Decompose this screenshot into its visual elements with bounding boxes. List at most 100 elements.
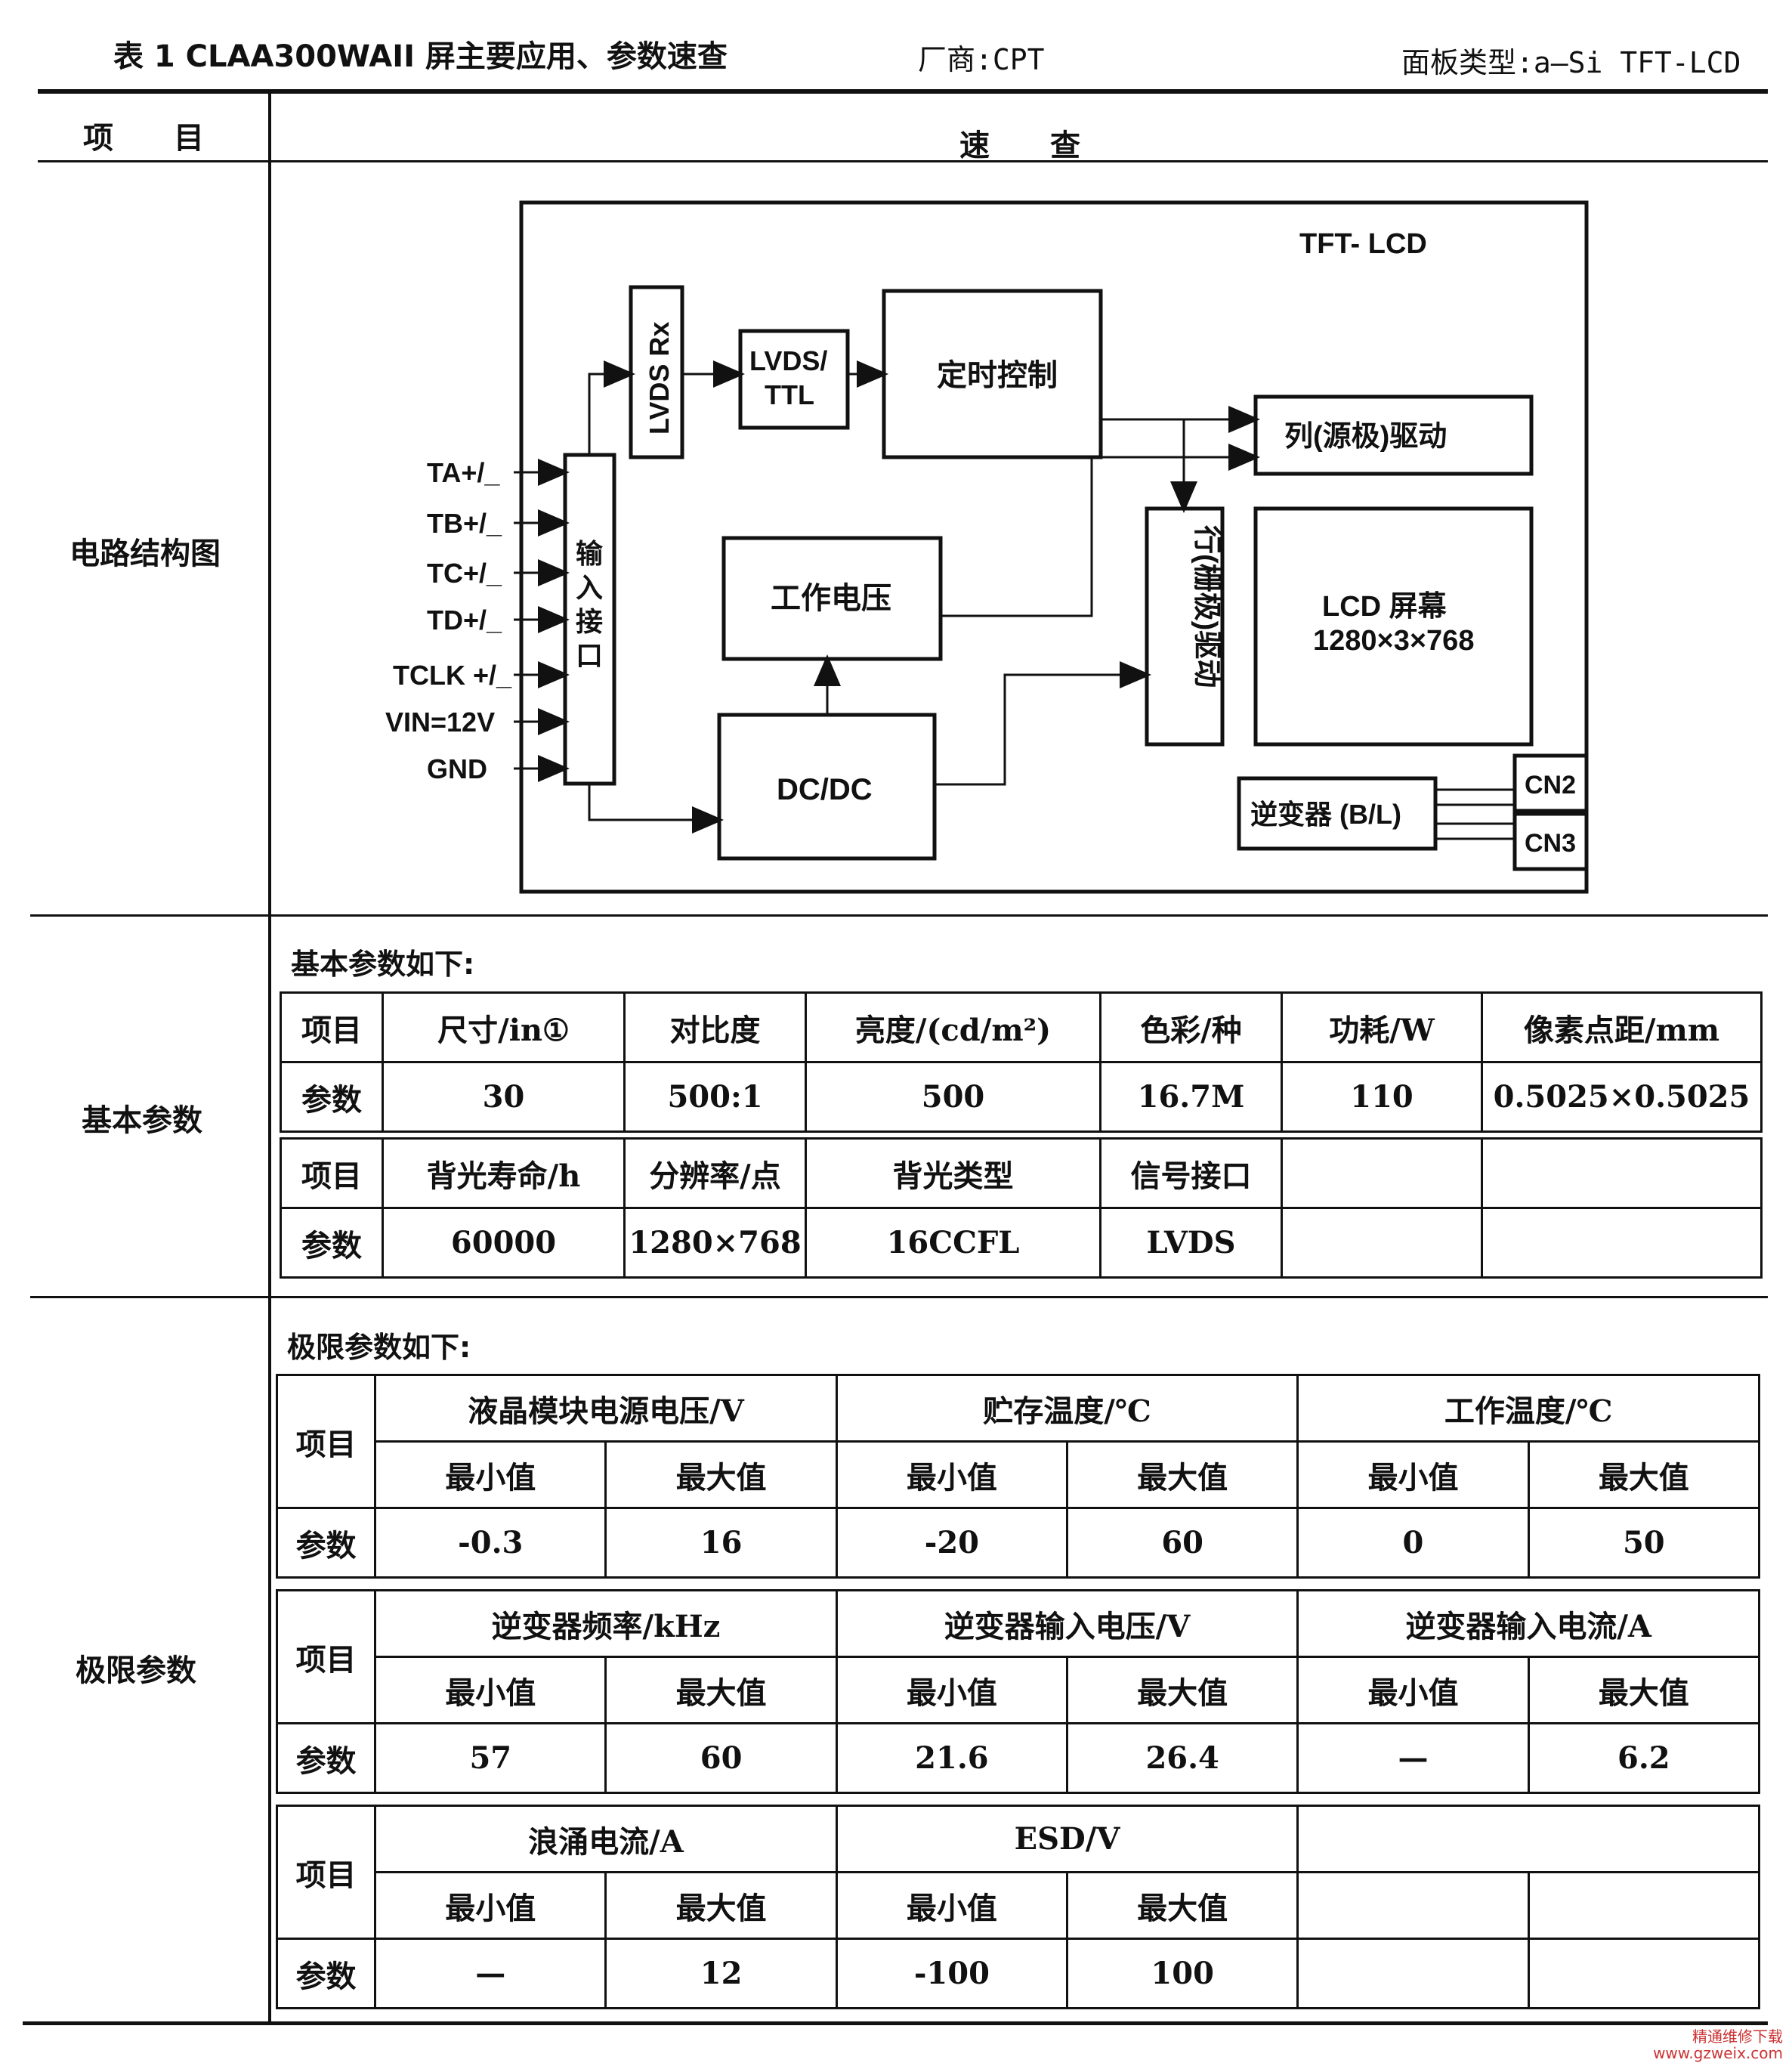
input-td: TD+/_ <box>427 605 502 636</box>
table-cell: 项目 <box>275 1374 377 1509</box>
table-cell: -0.3 <box>374 1507 607 1579</box>
input-char-4: 口 <box>576 640 603 671</box>
table-cell: 背光类型 <box>805 1137 1101 1209</box>
table-cell: 6.2 <box>1527 1722 1761 1794</box>
table-cell: 0 <box>1296 1507 1530 1579</box>
table-cell: 16CCFL <box>805 1207 1101 1279</box>
watermark: 精通维修下载 www.gzweix.com <box>1653 2028 1783 2061</box>
table-cell: 最小值 <box>835 1871 1069 1940</box>
watermark-line1: 精通维修下载 <box>1692 2027 1783 2046</box>
table-cell: 最大值 <box>1066 1656 1299 1724</box>
table-cell: 100 <box>1066 1938 1299 2009</box>
lcd-screen-line1: LCD 屏幕 <box>1322 591 1448 623</box>
panel-type: 面板类型:a—Si TFT-LCD <box>1401 46 1741 79</box>
table-cell <box>1481 1207 1763 1279</box>
table-cell <box>1296 1938 1530 2009</box>
cn2-box <box>1512 753 1589 813</box>
table-cell: 逆变器频率/kHz <box>374 1589 838 1658</box>
table-cell: ESD/V <box>835 1805 1299 1873</box>
lvds-ttl-line1: LVDS/ <box>749 345 827 376</box>
basic-table-2: 项目 背光寿命/h 分辨率/点 背光类型 信号接口 参数 60000 1280×… <box>280 1137 1763 1279</box>
table-cell: 项目 <box>275 1805 377 1940</box>
table-cell: 最大值 <box>1066 1440 1299 1509</box>
basic-table-1: 项目 尺寸/in① 对比度 亮度/(cd/m²) 色彩/种 功耗/W 像素点距/… <box>280 991 1763 1133</box>
table-cell: 参数 <box>280 1061 384 1133</box>
input-char-1: 输 <box>576 538 604 569</box>
manufacturer: 厂商:CPT <box>918 43 1045 76</box>
input-tclk: TCLK +/_ <box>393 660 512 691</box>
table-cell: 工作温度/℃ <box>1296 1374 1760 1443</box>
table-cell <box>1527 1871 1761 1940</box>
work-voltage-label: 工作电压 <box>771 582 891 615</box>
table-cell: 最小值 <box>835 1656 1069 1724</box>
cn3-box <box>1512 812 1589 871</box>
table-cell: 26.4 <box>1066 1722 1299 1794</box>
table-cell: 项目 <box>275 1589 377 1724</box>
table-cell: 1280×768 <box>623 1207 807 1279</box>
table-cell: 参数 <box>275 1722 377 1794</box>
lvds-ttl-line2: TTL <box>765 379 814 410</box>
input-vin: VIN=12V <box>385 707 495 738</box>
table-cell: 参数 <box>280 1207 384 1279</box>
table-cell: 60000 <box>382 1207 626 1279</box>
input-tc: TC+/_ <box>427 558 502 589</box>
diagram-title: TFT- LCD <box>1299 228 1427 260</box>
column-driver-label: 列(源极)驱动 <box>1284 421 1447 453</box>
header-rule <box>38 160 1768 162</box>
table-cell: -100 <box>835 1938 1069 2009</box>
table-cell: 0.5025×0.5025 <box>1481 1061 1763 1133</box>
table-cell: 信号接口 <box>1099 1137 1283 1209</box>
table-cell <box>1281 1137 1483 1209</box>
lvds-rx-label: LVDS Rx <box>644 322 675 435</box>
tft-lcd-frame <box>519 200 1589 894</box>
limit-rule <box>30 1296 1768 1298</box>
table-cell: 亮度/(cd/m²) <box>805 991 1101 1063</box>
table-cell: — <box>374 1938 607 2009</box>
table-cell <box>1481 1137 1763 1209</box>
table-cell: -20 <box>835 1507 1069 1579</box>
limit-intro: 极限参数如下: <box>287 1331 471 1364</box>
col-header-lookup: 速 查 <box>959 128 1080 163</box>
table-cell: 最大值 <box>1066 1871 1299 1940</box>
table-cell: 色彩/种 <box>1099 991 1283 1063</box>
table-cell: LVDS <box>1099 1207 1283 1279</box>
table-cell: 像素点距/mm <box>1481 991 1763 1063</box>
table-cell: 功耗/W <box>1281 991 1483 1063</box>
basic-rule <box>30 914 1768 917</box>
table-cell: 12 <box>604 1938 838 2009</box>
table-cell: 最小值 <box>835 1440 1069 1509</box>
lcd-screen-line2: 1280×3×768 <box>1313 625 1474 657</box>
table-cell: 逆变器输入电流/A <box>1296 1589 1760 1658</box>
cn2-label: CN2 <box>1525 771 1576 799</box>
input-char-2: 入 <box>576 572 603 603</box>
table-cell: 背光寿命/h <box>382 1137 626 1209</box>
column-divider <box>268 91 271 2023</box>
table-cell: 最小值 <box>374 1871 607 1940</box>
input-tb: TB+/_ <box>427 508 502 539</box>
watermark-line2: www.gzweix.com <box>1653 2044 1783 2062</box>
table-cell: 参数 <box>275 1938 377 2009</box>
table-cell: 60 <box>604 1722 838 1794</box>
timing-label: 定时控制 <box>937 359 1058 392</box>
col-header-item: 项 目 <box>83 121 204 156</box>
table-cell: 500:1 <box>623 1061 807 1133</box>
table-cell: 项目 <box>280 1137 384 1209</box>
table-cell: 110 <box>1281 1061 1483 1133</box>
table-cell <box>1527 1938 1761 2009</box>
top-rule <box>38 89 1768 94</box>
table-cell: 贮存温度/℃ <box>835 1374 1299 1443</box>
table-cell: 最大值 <box>1527 1656 1761 1724</box>
row-label-basic: 基本参数 <box>82 1103 202 1138</box>
table-cell: 分辨率/点 <box>623 1137 807 1209</box>
table-cell: 最小值 <box>374 1656 607 1724</box>
table-cell: 对比度 <box>623 991 807 1063</box>
input-ta: TA+/_ <box>427 457 500 488</box>
dcdc-label: DC/DC <box>777 773 873 806</box>
input-gnd: GND <box>427 753 487 784</box>
table-cell: 57 <box>374 1722 607 1794</box>
table-cell: 21.6 <box>835 1722 1069 1794</box>
table-cell: 浪涌电流/A <box>374 1805 838 1873</box>
table-cell: 尺寸/in① <box>382 991 626 1063</box>
table-cell: 500 <box>805 1061 1101 1133</box>
